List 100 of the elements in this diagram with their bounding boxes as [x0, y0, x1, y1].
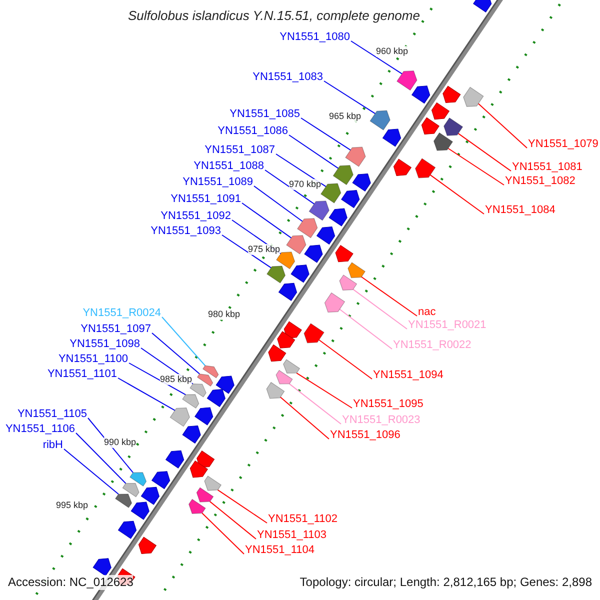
gene-label: YN1551_1094	[373, 369, 444, 382]
leader-line	[288, 134, 339, 169]
gene-label: YN1551_1093	[150, 225, 221, 238]
scale-label: 980 kbp	[208, 309, 240, 320]
gene-feature	[283, 359, 300, 374]
gene-label: YN1551_1086	[218, 125, 288, 138]
leader-line	[128, 362, 186, 396]
gene-feature	[304, 323, 324, 344]
gene-feature	[266, 266, 286, 284]
gene-feature	[463, 86, 484, 107]
scale-label: 960 kbp	[376, 46, 408, 57]
gene-feature	[308, 200, 330, 221]
gene-label: YN1551_1091	[170, 193, 241, 206]
gene-feature	[276, 370, 293, 384]
gene-label: nac	[418, 306, 436, 319]
gene-feature	[188, 498, 206, 514]
gene-feature	[202, 365, 219, 378]
scale-label: 990 kbp	[104, 437, 136, 448]
scale-label: 975 kbp	[248, 244, 280, 255]
gene-label: YN1551_1083	[252, 71, 323, 84]
gene-feature	[370, 110, 390, 130]
leader-line	[242, 202, 292, 238]
leader-line	[350, 40, 402, 74]
leader-line	[152, 332, 200, 374]
leader-line	[324, 80, 376, 114]
scale-label: 965 kbp	[329, 111, 362, 122]
gene-label: YN1551_R0023	[342, 414, 420, 427]
gene-label: YN1551_1085	[230, 108, 300, 121]
gene-label: YN1551_1080	[280, 31, 350, 44]
gene-feature	[348, 262, 366, 278]
gene-label: YN1551_1103	[257, 529, 327, 542]
leader-line	[276, 154, 326, 188]
leader-line	[254, 186, 303, 222]
leader-line	[430, 174, 484, 214]
leader-line	[458, 132, 512, 172]
gene-feature	[296, 218, 318, 238]
gene-label: ribH	[42, 439, 63, 452]
scale-label: 995 kbp	[56, 500, 88, 511]
gene-feature	[324, 292, 346, 313]
title: Sulfolobus islandicus Y.N.15.51, complete genome	[128, 8, 420, 24]
gene-feature	[433, 132, 454, 151]
gene-label: YN1551_R0024	[82, 307, 161, 320]
gene-label: YN1551_1098	[70, 338, 140, 351]
gene-feature	[190, 384, 206, 398]
leader-line	[202, 512, 244, 554]
gene-label: YN1551_1079	[528, 138, 598, 151]
leader-line	[217, 489, 268, 524]
gene-label: YN1551_1088	[194, 160, 264, 173]
gene-label: YN1551_1087	[204, 144, 275, 157]
leader-line	[288, 383, 342, 424]
leader-line	[361, 276, 418, 316]
leader-line	[162, 316, 206, 366]
gene-label: YN1551_1101	[47, 368, 117, 381]
gene-label: YN1551_R0021	[408, 319, 486, 332]
leader-line	[352, 288, 408, 330]
gene-label: YN1551_R0022	[393, 339, 472, 352]
leader-line	[280, 396, 330, 440]
gene-feature	[196, 374, 214, 387]
gene-feature	[196, 487, 214, 502]
leader-line	[296, 372, 352, 408]
gene-label: YN1551_1081	[512, 161, 582, 174]
gene-feature	[130, 472, 147, 486]
gene-feature	[339, 274, 358, 291]
leader-line	[76, 432, 126, 484]
leader-line	[300, 118, 352, 151]
gene-label: YN1551_1097	[80, 323, 151, 336]
gene-label: YN1551_1089	[182, 176, 253, 189]
gene-feature	[332, 165, 354, 186]
gene-label: YN1551_1095	[353, 398, 424, 411]
genome-summary-text: Topology: circular; Length: 2,812,165 bp; Genes: 2,898	[300, 575, 592, 590]
gene-label: YN1551_1096	[330, 429, 400, 442]
leader-line	[209, 501, 256, 540]
gene-label: YN1551_1105	[17, 408, 87, 421]
leader-line	[478, 103, 528, 148]
scale-label: 985 kbp	[160, 374, 192, 385]
gene-feature	[415, 158, 436, 178]
gene-feature	[396, 70, 418, 91]
gene-feature	[266, 382, 285, 399]
leader-line	[118, 378, 176, 411]
gene-label: YN1551_1082	[505, 175, 576, 188]
gene-feature	[204, 476, 222, 491]
gene-feature	[345, 146, 366, 167]
accession-text: Accession: NC_012623	[8, 575, 134, 590]
gene-feature	[286, 235, 306, 254]
gene-feature	[114, 494, 132, 508]
gene-feature	[170, 408, 190, 427]
scale-label: 970 kbp	[289, 179, 322, 190]
leader-line	[64, 448, 119, 495]
leader-line	[318, 339, 372, 380]
gene-label: YN1551_1084	[485, 204, 556, 217]
gene-feature	[320, 183, 342, 204]
leader-line	[448, 148, 504, 186]
gene-label: YN1551_1104	[245, 544, 315, 557]
leader-line	[222, 234, 272, 268]
gene-label: YN1551_1092	[160, 210, 231, 223]
leader-line	[264, 170, 315, 204]
gene-feature	[182, 394, 200, 409]
gene-label: YN1551_1100	[58, 353, 128, 366]
gene-label: YN1551_1102	[268, 513, 338, 526]
gene-label: YN1551_1106	[5, 423, 75, 436]
